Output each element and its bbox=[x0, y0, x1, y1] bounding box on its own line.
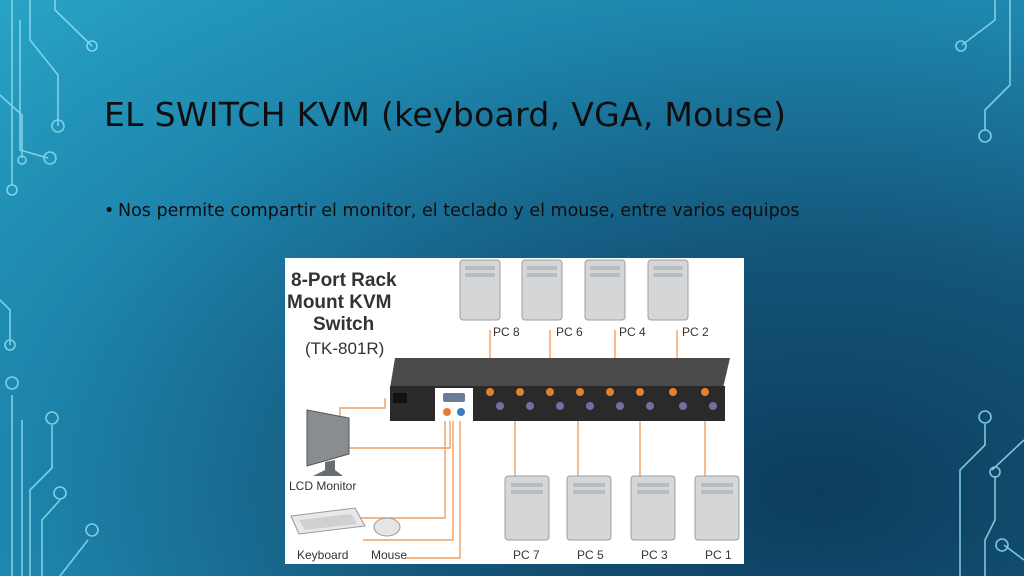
kvm-diagram: 8-Port Rack Mount KVM Switch (TK-801R) bbox=[287, 259, 740, 562]
pc-label: PC 7 bbox=[513, 548, 540, 562]
mouse-icon bbox=[373, 517, 401, 537]
pc-icon bbox=[566, 475, 612, 541]
pc-icon bbox=[459, 259, 501, 321]
kvm-switch-unit bbox=[390, 358, 730, 421]
bullet-dot-icon: • bbox=[104, 201, 115, 221]
lcd-monitor-icon bbox=[306, 409, 350, 476]
pc-label: PC 3 bbox=[641, 548, 668, 562]
figure-heading-line2: Mount KVM bbox=[287, 292, 391, 313]
bullet-text: Nos permite compartir el monitor, el tec… bbox=[118, 201, 800, 221]
figure-heading-line1: 8-Port Rack bbox=[291, 270, 397, 291]
bottom-pc-row: PC 7 PC 5 PC 3 PC 1 bbox=[504, 475, 740, 562]
pc-icon bbox=[647, 259, 689, 321]
mouse-label: Mouse bbox=[371, 548, 407, 562]
pc-icon bbox=[504, 475, 550, 541]
keyboard-label: Keyboard bbox=[297, 548, 348, 562]
pc-label: PC 5 bbox=[577, 548, 604, 562]
pc-label: PC 1 bbox=[705, 548, 732, 562]
pc-icon bbox=[521, 259, 563, 321]
bullet-item: •Nos permite compartir el monitor, el te… bbox=[104, 201, 800, 221]
pc-label: PC 6 bbox=[556, 325, 583, 339]
keyboard-icon bbox=[290, 507, 366, 535]
slide-title: EL SWITCH KVM (keyboard, VGA, Mouse) bbox=[104, 95, 787, 134]
top-pc-row: PC 8 PC 6 PC 4 PC 2 bbox=[459, 259, 709, 339]
kvm-diagram-image: 8-Port Rack Mount KVM Switch (TK-801R) bbox=[285, 258, 744, 564]
pc-icon bbox=[694, 475, 740, 541]
figure-model: (TK-801R) bbox=[305, 339, 384, 358]
pc-label: PC 8 bbox=[493, 325, 520, 339]
pc-label: PC 4 bbox=[619, 325, 646, 339]
pc-label: PC 2 bbox=[682, 325, 709, 339]
figure-heading-line3: Switch bbox=[313, 314, 374, 335]
monitor-label: LCD Monitor bbox=[289, 479, 356, 493]
pc-icon bbox=[630, 475, 676, 541]
pc-icon bbox=[584, 259, 626, 321]
